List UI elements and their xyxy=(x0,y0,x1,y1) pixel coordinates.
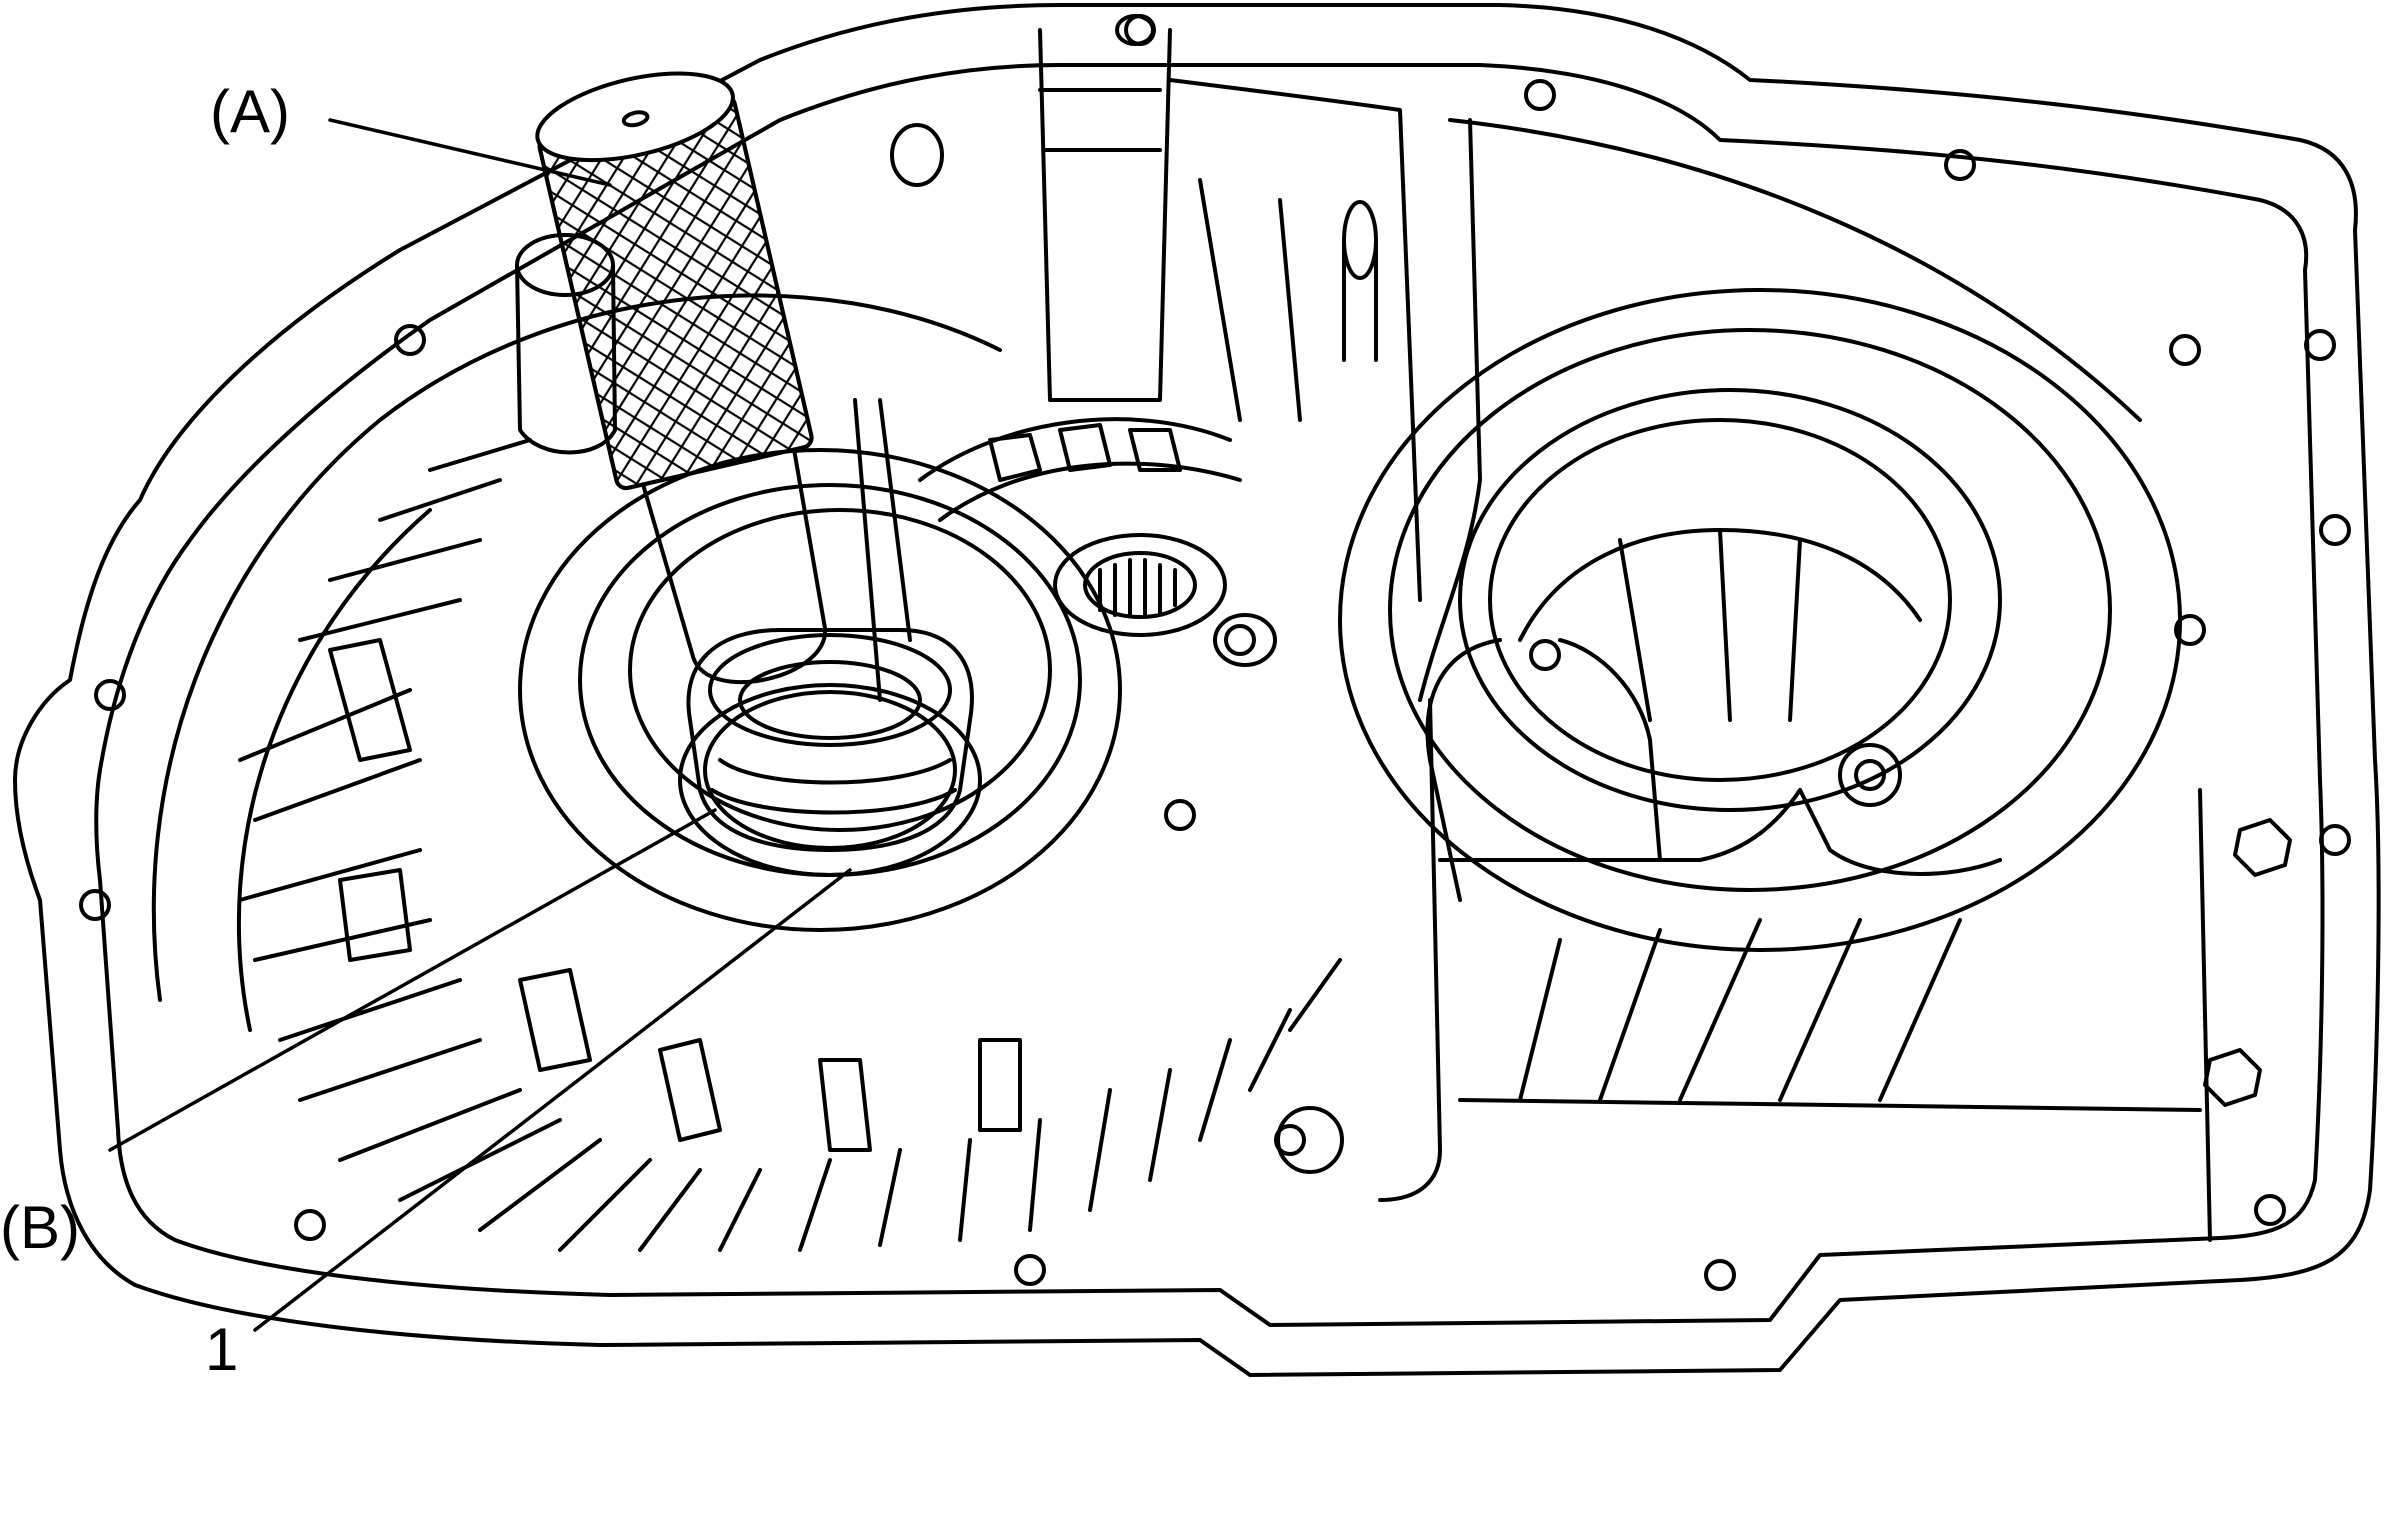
rib-tabs xyxy=(328,638,1022,1152)
leader-lines xyxy=(108,118,852,1332)
case-bosses xyxy=(515,14,1422,702)
bolts xyxy=(2203,818,2292,1107)
bell-housing-arc xyxy=(151,293,1002,1002)
seal-bore-inner xyxy=(628,508,1052,832)
differential-bore xyxy=(1338,118,2182,952)
leader-line-a xyxy=(328,118,612,187)
leader-line-1 xyxy=(253,868,852,1332)
lower-case-wall xyxy=(1378,638,2212,1242)
callout-label-b: (B) xyxy=(0,1194,80,1261)
seal-bore-outer xyxy=(518,448,1122,932)
case-outline xyxy=(13,3,2381,1377)
callout-label-1: 1 xyxy=(205,1316,239,1383)
bolt-holes xyxy=(79,14,2351,1291)
seal-bore-mid xyxy=(578,483,1082,877)
callout-label-a: (A) xyxy=(210,78,290,145)
installer-a-handle xyxy=(535,71,827,685)
gear-cluster xyxy=(918,417,1277,667)
bell-housing-ribs xyxy=(238,438,1342,1252)
oil-seal-outer xyxy=(678,683,982,877)
installer-b-body xyxy=(686,628,974,852)
case-inner-flange xyxy=(94,63,2325,1327)
leader-line-b xyxy=(108,808,717,1152)
